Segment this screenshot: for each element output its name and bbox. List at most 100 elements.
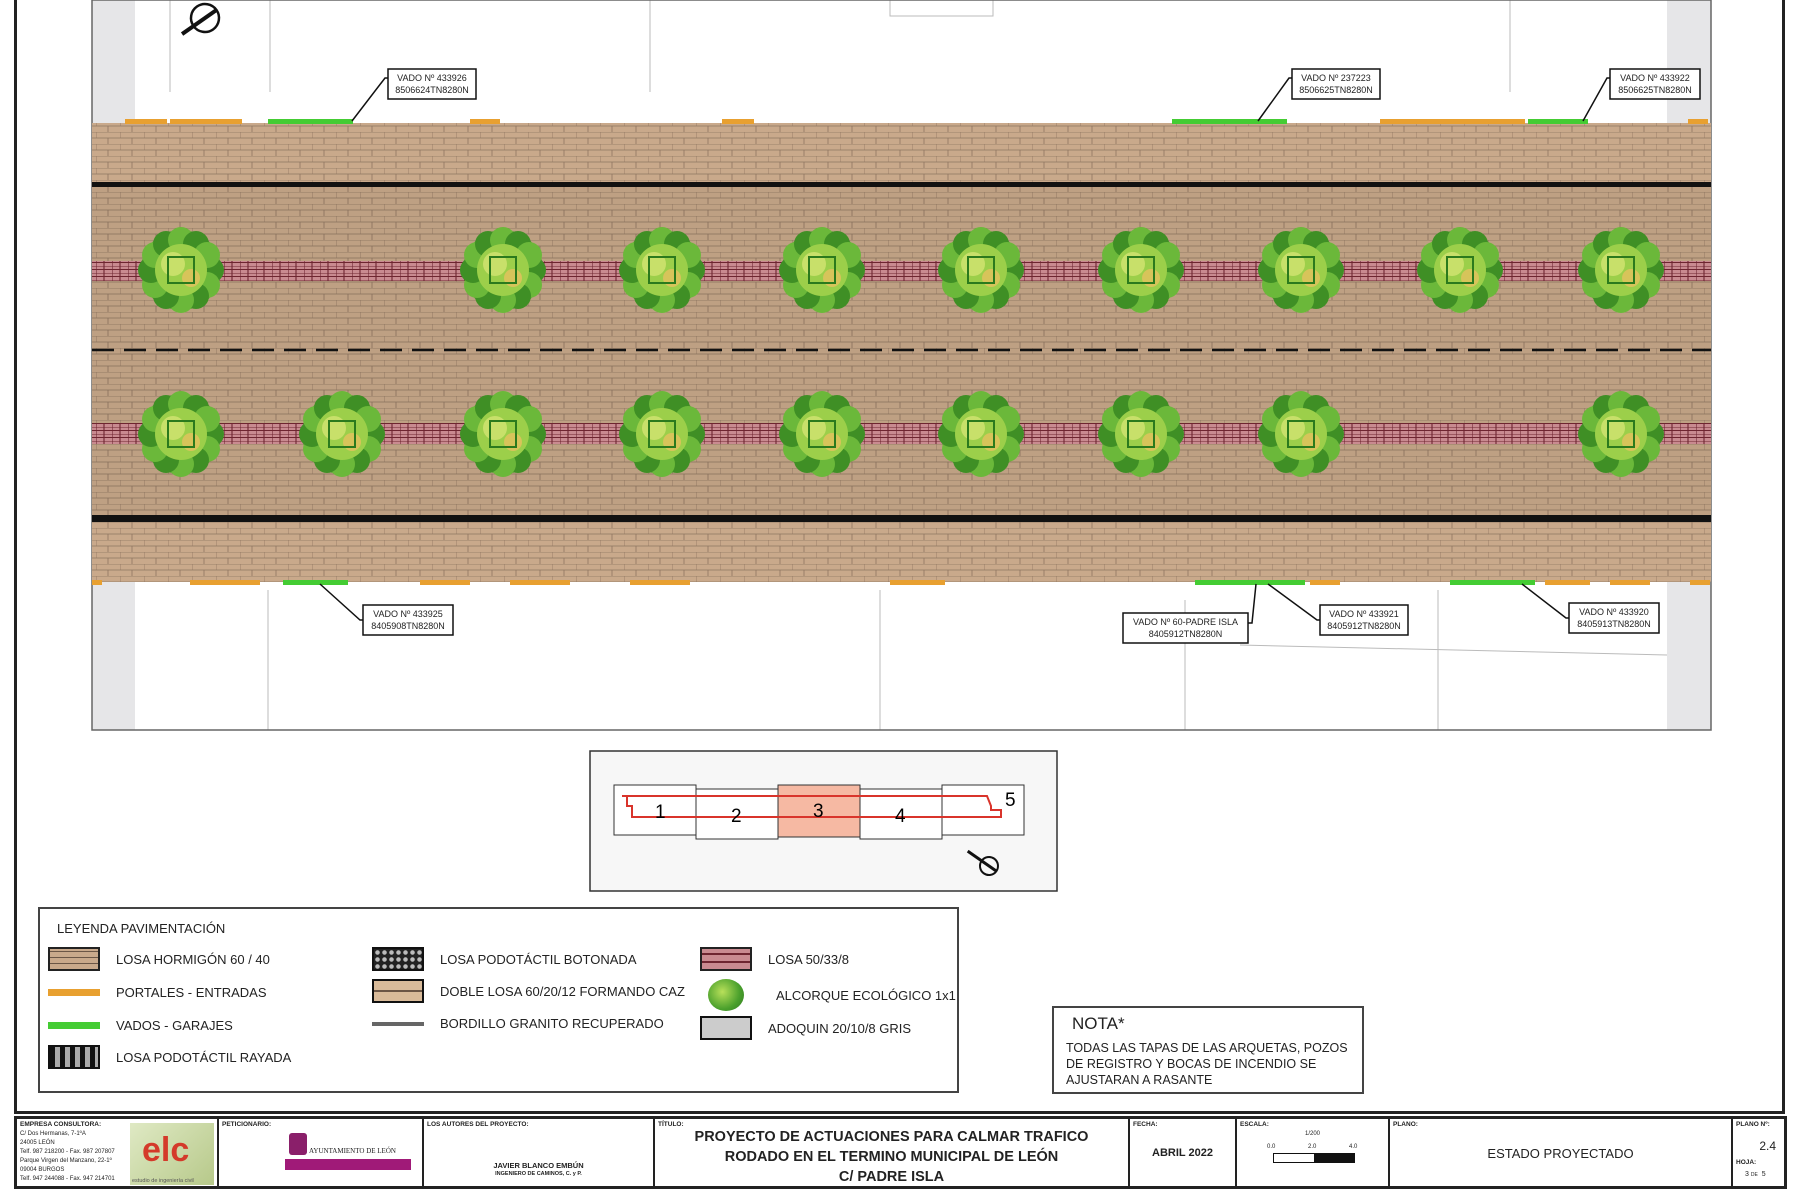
grey-line-swatch [372,1021,424,1026]
portal-entrance-mark [170,119,242,124]
tree-alcorque-icon [779,227,865,313]
author-title: INGENIERO DE CAMINOS, C. y P. [495,1171,582,1177]
legend-label: LOSA 50/33/8 [768,951,849,967]
peticionario-name: AYUNTAMIENTO DE LEÓN [309,1147,396,1155]
vado-number: VADO Nº 433926 [397,73,467,83]
portal-entrance-mark [92,580,102,585]
legend-item: VADOS - GARAJES [48,1018,233,1033]
fecha-label: FECHA: [1133,1121,1158,1128]
key-sheet-5[interactable] [941,784,1025,836]
peticionario-label: PETICIONARIO: [222,1121,272,1128]
vado-garage-mark [283,580,348,585]
portal-entrance-mark [470,119,500,124]
legend: LEYENDA PAVIMENTACIÓN LOSA HORMIGÓN 60 /… [38,907,959,1093]
legend-label: BORDILLO GRANITO RECUPERADO [440,1016,664,1031]
vado-cadastral-ref: 8405912TN8280N [1327,621,1401,631]
legend-label: LOSA PODOTÁCTIL RAYADA [116,1049,292,1065]
portal-entrance-mark [1688,119,1708,124]
autores-label: LOS AUTORES DEL PROYECTO: [427,1121,529,1128]
legend-title: LEYENDA PAVIMENTACIÓN [57,921,226,936]
hoja-label: HOJA: [1736,1159,1757,1166]
legend-item: LOSA PODOTÁCTIL BOTONADA [372,947,637,971]
address-line: 24005 LEÓN [20,1140,55,1146]
key-sheet-1[interactable] [613,784,697,836]
tree-alcorque-icon [460,227,546,313]
plano-n-label: PLANO Nº: [1736,1121,1770,1128]
hoja-current: 3 [1745,1171,1749,1178]
title-line: PROYECTO DE ACTUACIONES PARA CALMAR TRAF… [694,1129,1089,1145]
key-label-3: 3 [813,801,824,822]
parcel-lines [169,0,1668,730]
portal-entrance-mark [722,119,754,124]
portal-entrance-mark [1310,580,1340,585]
elc-logo: elc estudio de ingeniería civil [130,1123,214,1185]
address-line: Parque Virgen del Manzano, 22-1º [20,1158,112,1164]
address-line: Telf. 947 244088 - Fax. 947 214701 [20,1176,115,1182]
note-text: TODAS LAS TAPAS DE LAS ARQUETAS, POZOS D… [1066,1041,1348,1087]
legend-item: LOSA PODOTÁCTIL RAYADA [48,1045,291,1069]
tree-alcorque-icon [1417,227,1503,313]
vado-garage-mark [1450,580,1535,585]
vado-cadastral-ref: 8405908TN8280N [371,621,445,631]
vado-number: VADO Nº 433925 [373,609,443,619]
vado-cadastral-ref: 8405912TN8280N [1149,629,1223,639]
vado-garage-mark [1172,119,1287,124]
title-line: RODADO EN EL TERMINO MUNICIPAL DE LEÓN [724,1149,1059,1165]
legend-label: LOSA HORMIGÓN 60 / 40 [116,951,270,967]
legend-item: LOSA HORMIGÓN 60 / 40 [48,947,270,971]
red-brick-swatch [700,947,752,971]
peticionario-bar [285,1159,411,1170]
portal-entrance-mark [125,119,167,124]
sheet-count: 3 DE 5 [1745,1171,1766,1178]
legend-label: LOSA PODOTÁCTIL BOTONADA [440,951,637,967]
logo-subtext: estudio de ingeniería civil [132,1178,194,1184]
legend-item: PORTALES - ENTRADAS [48,985,267,1000]
legend-item: ADOQUIN 20/10/8 GRIS [700,1016,911,1040]
tree-alcorque-icon [138,227,224,313]
key-sheet-3-current[interactable] [777,784,861,838]
legend-item: BORDILLO GRANITO RECUPERADO [372,1016,664,1031]
vado-number: VADO Nº 60-PADRE ISLA [1133,617,1238,627]
vado-number: VADO Nº 237223 [1301,73,1371,83]
key-north-arrow-icon [966,849,999,876]
scale-tick: 4.0 [1349,1144,1358,1150]
tree-icon [708,979,744,1011]
author-name: JAVIER BLANCO EMBÚN [493,1161,584,1170]
vado-cadastral-ref: 8506625TN8280N [1618,85,1692,95]
tree-alcorque-icon [1578,391,1664,477]
vado-callout: VADO Nº 60-PADRE ISLA 8405912TN8280N [1122,583,1257,644]
key-label-5: 5 [1005,790,1016,811]
address-line: 09004 BURGOS [20,1167,65,1173]
vado-number: VADO Nº 433921 [1329,609,1399,619]
key-sheet-2[interactable] [695,788,779,840]
tan-brick-swatch [48,947,100,971]
vado-number: VADO Nº 433920 [1579,607,1649,617]
drawing-frame [14,0,1785,1114]
tree-alcorque-icon [299,391,385,477]
peticionario-cell: PETICIONARIO: AYUNTAMIENTO DE LEÓN [219,1119,424,1186]
portal-entrance-mark [1545,580,1590,585]
dotted-tactile-swatch [372,947,424,971]
date-value: ABRIL 2022 [1152,1147,1213,1159]
portal-entrance-mark [1690,580,1710,585]
tree-alcorque-icon [1098,391,1184,477]
plano-label: PLANO: [1393,1121,1418,1128]
consultant-cell: EMPRESA CONSULTORA: C/ Dos Hermanas, 7-1… [17,1119,219,1186]
authors-cell: LOS AUTORES DEL PROYECTO: JAVIER BLANCO … [424,1119,655,1186]
portal-entrance-mark [420,580,470,585]
vado-cadastral-ref: 8506625TN8280N [1299,85,1373,95]
portal-entrance-mark [1380,119,1420,124]
plano-number: 2.4 [1759,1139,1776,1153]
street-outline [622,795,1002,818]
tree-alcorque-icon [619,227,705,313]
hoja-total: 5 [1761,1171,1766,1178]
bottom-curb [92,515,1711,522]
scale-tick: 2.0 [1308,1144,1317,1150]
plano-number-cell: PLANO Nº: 2.4 HOJA: 3 DE 5 [1733,1119,1784,1186]
project-title: PROYECTO DE ACTUACIONES PARA CALMAR TRAF… [655,1127,1128,1187]
key-sheet-4[interactable] [859,788,943,840]
scale-cell: ESCALA: 1/200 0.0 2.0 4.0 [1237,1119,1390,1186]
